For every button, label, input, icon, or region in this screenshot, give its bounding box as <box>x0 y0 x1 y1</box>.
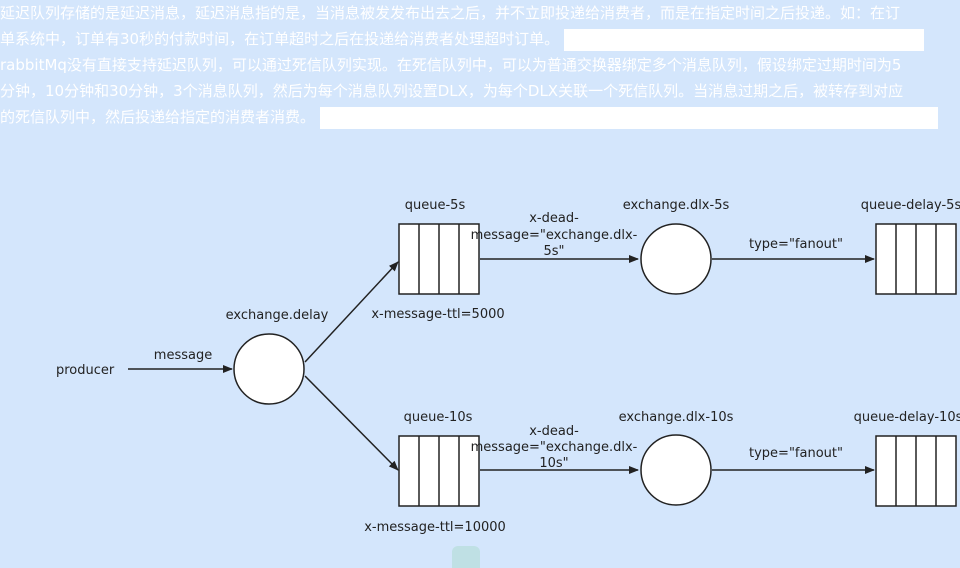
selection-highlight <box>563 28 924 51</box>
description-line: 单系统中，订单有30秒的付款时间，在订单超时之后在投递给消费者处理超时订单。 <box>0 26 960 52</box>
exchange-dlx-5s-node <box>640 223 712 295</box>
description-line: rabbitMq没有直接支持延迟队列，可以通过死信队列实现。在死信队列中，可以为… <box>0 56 902 74</box>
type-10s-label: type="fanout" <box>749 446 843 461</box>
selection-highlight <box>319 106 938 129</box>
queue-10s-label: queue-10s <box>404 410 473 425</box>
queue-5s-label: queue-5s <box>405 198 466 213</box>
description-line: 分钟，10分钟和30分钟，3个消息队列，然后为每个消息队列设置DLX，为每个DL… <box>0 82 904 100</box>
description-line: 延迟队列存储的是延迟消息，延迟消息指的是，当消息被发发布出去之后，并不立即投递给… <box>0 4 901 22</box>
delay-queue-diagram: producer message exchange.delay queue-5s… <box>56 198 960 535</box>
exchange-delay-label: exchange.delay <box>226 308 329 323</box>
dlx-10s-line-2: message="exchange.dlx- <box>471 440 638 455</box>
exchange-dlx-10s-node <box>640 434 712 506</box>
floating-assistant-icon[interactable] <box>452 546 480 568</box>
dlx-10s-line-1: x-dead- <box>529 424 579 439</box>
exchange-dlx-10s-label: exchange.dlx-10s <box>619 410 734 425</box>
description-text: 延迟队列存储的是延迟消息，延迟消息指的是，当消息被发发布出去之后，并不立即投递给… <box>0 0 960 130</box>
queue-5s-node <box>398 223 480 295</box>
dlx-5s-line-3: 5s" <box>543 244 564 259</box>
queue-delay-10s-node <box>875 435 957 507</box>
type-5s-label: type="fanout" <box>749 237 843 252</box>
branch-arrow-10s <box>304 375 399 471</box>
description-line: 的死信队列中，然后投递给指定的消费者消费。 <box>0 104 960 130</box>
exchange-dlx-5s-label: exchange.dlx-5s <box>623 198 730 213</box>
dlx-5s-line-2: message="exchange.dlx- <box>471 228 638 243</box>
producer-label: producer <box>56 363 115 378</box>
dlx-10s-line-3: 10s" <box>539 456 568 471</box>
ttl-10s-label: x-message-ttl=10000 <box>364 520 506 535</box>
queue-10s-node <box>398 435 480 507</box>
ttl-5s-label: x-message-ttl=5000 <box>371 307 504 322</box>
dlx-5s-line-1: x-dead- <box>529 211 579 226</box>
message-label: message <box>154 348 212 363</box>
exchange-delay-node <box>233 333 305 405</box>
queue-delay-5s-label: queue-delay-5s <box>861 198 960 213</box>
branch-arrow-5s <box>304 261 399 363</box>
queue-delay-10s-label: queue-delay-10s <box>854 410 960 425</box>
queue-delay-5s-node <box>875 223 957 295</box>
